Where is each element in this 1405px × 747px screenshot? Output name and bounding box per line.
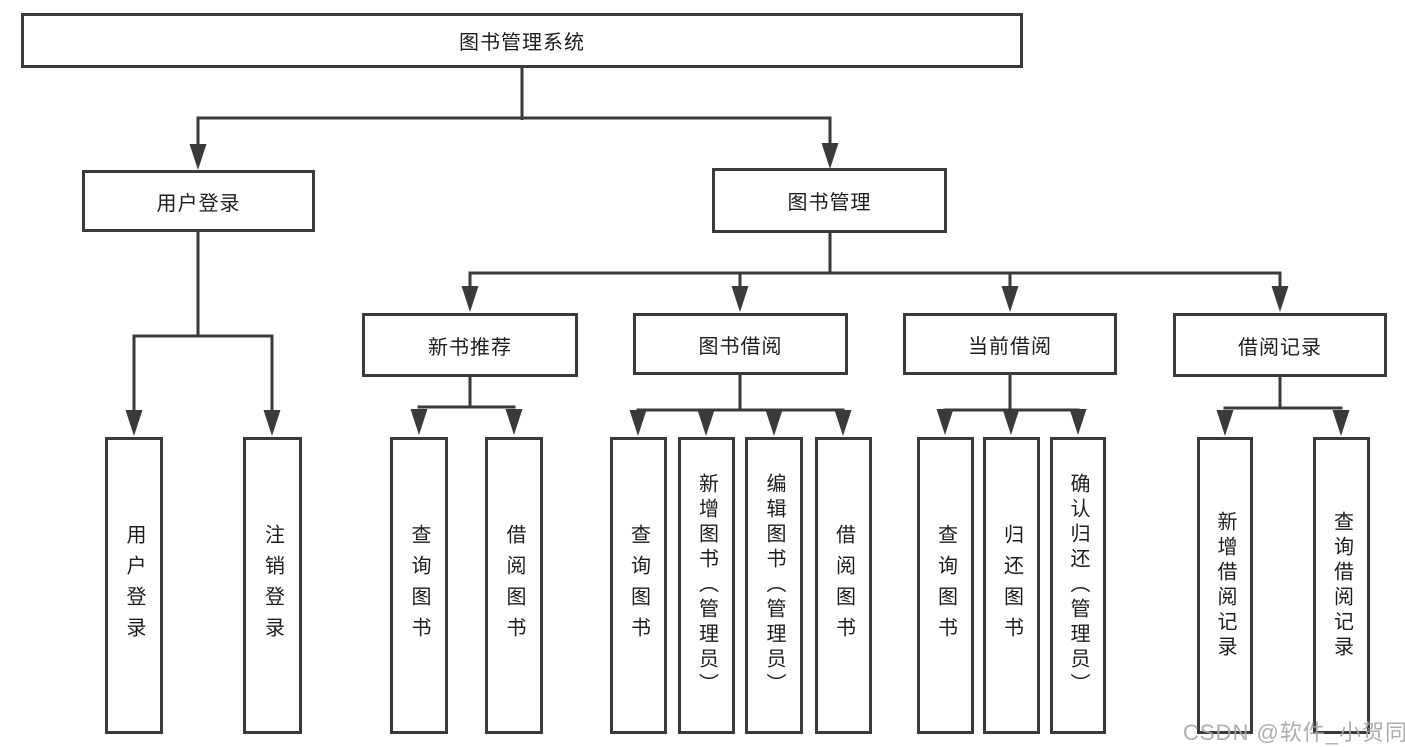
leaf-label: 编辑图书（管理员）: [763, 473, 785, 698]
node-label: 借阅记录: [1238, 336, 1322, 359]
leaf-label: 查询图书: [627, 523, 650, 648]
leaf-borrow-books-borrowing: 借阅图书: [815, 437, 872, 734]
node-label: 新书推荐: [428, 336, 512, 359]
node-label: 图书借阅: [698, 335, 783, 358]
node-library-management-system: 图书管理系统: [21, 13, 1023, 68]
node-current-borrowing: 当前借阅: [903, 313, 1117, 375]
node-label: 图书管理系统: [459, 32, 585, 54]
leaf-add-book-admin: 新增图书（管理员）: [678, 437, 735, 734]
node-new-book-recommendation: 新书推荐: [362, 313, 578, 377]
node-label: 图书管理: [787, 192, 872, 214]
leaf-logout-login: 注销登录: [243, 437, 302, 734]
leaf-confirm-return-admin: 确认归还（管理员）: [1050, 437, 1106, 734]
leaf-label: 新增图书（管理员）: [695, 473, 718, 698]
leaf-label: 查询图书: [934, 523, 957, 648]
leaf-label: 借阅图书: [832, 523, 855, 648]
leaf-label: 确认归还（管理员）: [1067, 473, 1089, 698]
leaf-edit-book-admin: 编辑图书（管理员）: [745, 437, 803, 734]
leaf-return-books: 归还图书: [983, 437, 1040, 734]
leaf-label: 新增借阅记录: [1214, 510, 1236, 661]
leaf-label: 用户登录: [123, 523, 145, 648]
leaf-label: 查询借阅记录: [1330, 510, 1353, 661]
leaf-label: 查询图书: [408, 523, 430, 648]
leaf-add-borrow-record: 新增借阅记录: [1197, 437, 1253, 734]
leaf-label: 归还图书: [1000, 523, 1023, 648]
node-user-login: 用户登录: [82, 170, 315, 232]
csdn-watermark: CSDN @软件_小贺同学: [1183, 720, 1405, 745]
leaf-query-books-recommend: 查询图书: [390, 437, 448, 734]
node-label: 当前借阅: [968, 335, 1052, 358]
node-label: 用户登录: [156, 192, 241, 215]
leaf-query-books-borrowing: 查询图书: [610, 437, 667, 734]
leaf-borrow-books-recommend: 借阅图书: [485, 437, 543, 734]
node-book-management: 图书管理: [712, 168, 947, 233]
leaf-query-borrow-record: 查询借阅记录: [1313, 437, 1370, 734]
node-book-borrowing: 图书借阅: [633, 313, 848, 375]
leaf-label: 注销登录: [261, 523, 284, 648]
leaf-user-login: 用户登录: [105, 437, 163, 734]
leaf-label: 借阅图书: [503, 523, 525, 648]
node-borrowing-records: 借阅记录: [1173, 313, 1387, 377]
leaf-query-books-current: 查询图书: [917, 437, 974, 734]
